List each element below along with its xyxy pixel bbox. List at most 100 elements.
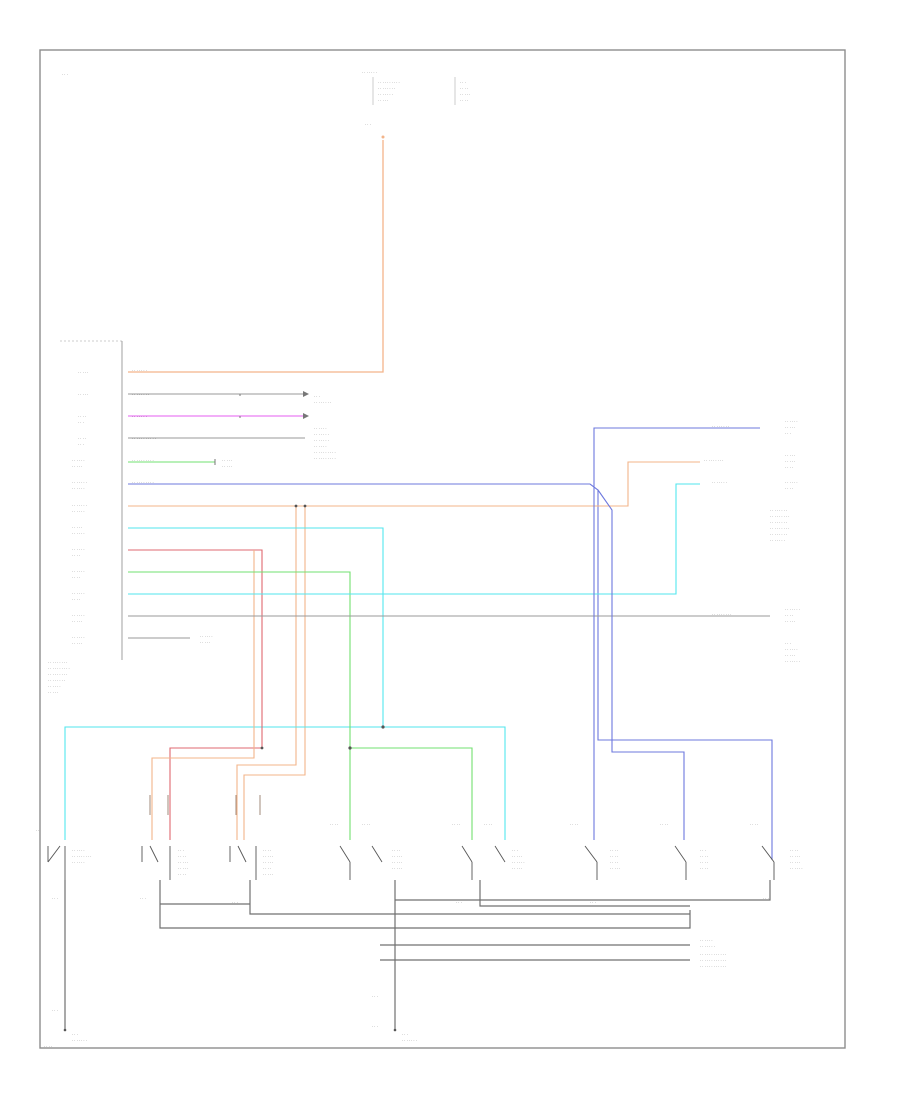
svg-text:· · · · · · · ·: · · · · · · · · — [132, 393, 149, 397]
svg-text:· · · · ·: · · · · · — [785, 460, 795, 464]
svg-text:· · · · ·: · · · · · — [263, 861, 273, 865]
svg-text:· · · · ·: · · · · · — [785, 620, 795, 624]
svg-text:· · · ·: · · · · — [44, 1045, 52, 1049]
svg-text:· · · · ·: · · · · · — [785, 654, 795, 658]
svg-text:· · · · ·: · · · · · — [178, 861, 188, 865]
svg-text:· · · · · · ·: · · · · · · · — [362, 71, 377, 75]
svg-text:· · · · · ·: · · · · · · — [785, 648, 798, 652]
svg-text:· · · ·: · · · · — [78, 415, 86, 419]
svg-text:· · · · ·: · · · · · — [72, 620, 82, 624]
svg-text:· · · ·: · · · · — [460, 99, 468, 103]
svg-text:· · · · · · ·: · · · · · · · — [132, 415, 147, 419]
svg-text:· · · ·: · · · · — [570, 823, 578, 827]
svg-text:· · · ·: · · · · — [72, 598, 80, 602]
svg-text:· · · · ·: · · · · · — [222, 459, 232, 463]
svg-text:· · ·: · · · — [314, 395, 320, 399]
svg-text:· · · · · ·: · · · · · · — [72, 570, 85, 574]
svg-text:· · · · · · ·: · · · · · · · — [785, 660, 800, 664]
svg-text:· · ·: · · · — [763, 897, 769, 901]
svg-text:· · · · ·: · · · · · — [78, 393, 88, 397]
svg-text:· · · ·: · · · · — [700, 861, 708, 865]
svg-text:· · ·: · · · — [232, 901, 238, 905]
svg-text:· · · · · · · ·: · · · · · · · · — [378, 87, 395, 91]
svg-text:· · · · ·: · · · · · — [790, 855, 800, 859]
svg-text:· · · ·: · · · · — [263, 849, 271, 853]
svg-text:· · · · · · · · ·: · · · · · · · · · — [704, 459, 723, 463]
svg-text:· · ·: · · · — [78, 443, 84, 447]
svg-text:· · · · · ·: · · · · · · — [72, 849, 85, 853]
svg-text:· · · · · ·: · · · · · · — [700, 939, 713, 943]
svg-text:· · · · · · · · ·: · · · · · · · · · — [770, 527, 789, 531]
svg-text:· · · · · ·: · · · · · · — [512, 861, 525, 865]
corner-label: · · · — [62, 73, 68, 77]
svg-text:· · · ·: · · · · — [700, 867, 708, 871]
svg-text:· · · · · · · ·: · · · · · · · · — [770, 521, 787, 525]
svg-text:· · · · ·: · · · · · — [460, 93, 470, 97]
svg-text:· · · · ·: · · · · · — [72, 642, 82, 646]
bottom-grounds: · · · · · · · · · · · · · · · · · · · · … — [44, 995, 417, 1049]
svg-text:· · · ·: · · · · — [452, 823, 460, 827]
svg-text:· · ·: · · · — [456, 901, 462, 905]
svg-text:· · ·: · · · — [460, 81, 466, 85]
svg-text:· · · ·: · · · · — [263, 867, 271, 871]
svg-text:· · · · ·: · · · · · — [790, 861, 800, 865]
svg-text:· · · · · ·: · · · · · · — [785, 420, 798, 424]
svg-text:· · · · · · · ·: · · · · · · · · — [770, 533, 787, 537]
svg-text:· · · · · · · · ·: · · · · · · · · · — [48, 661, 67, 665]
ground-bus — [64, 880, 771, 1030]
svg-text:· · · · ·: · · · · · — [785, 426, 795, 430]
svg-text:· · · · · · · · · · ·: · · · · · · · · · · · — [132, 437, 156, 441]
svg-text:· · · ·: · · · · — [178, 873, 186, 877]
svg-text:· · · · ·: · · · · · — [392, 861, 402, 865]
svg-text:· · · · · ·: · · · · · · — [72, 510, 85, 514]
right-connectors: · · · · · · · · · · · · · · · · · · · · … — [704, 420, 800, 664]
svg-text:· · · · · ·: · · · · · · — [72, 861, 85, 865]
svg-text:· · ·: · · · — [785, 642, 791, 646]
svg-text:· · · · · ·: · · · · · · — [314, 427, 327, 431]
svg-text:· · ·: · · · — [178, 849, 184, 853]
svg-text:· · · · · ·: · · · · · · — [72, 614, 85, 618]
svg-text:· · · ·: · · · · — [178, 855, 186, 859]
svg-text:· · · · · ·: · · · · · · — [72, 532, 85, 536]
svg-text:· · · ·: · · · · — [460, 87, 468, 91]
svg-text:· · · ·: · · · · — [785, 487, 793, 491]
svg-text:· · · ·: · · · · — [362, 823, 370, 827]
svg-text:· · · · ·: · · · · · — [785, 454, 795, 458]
wire-codes: · · · · · · · · · · · · · · · · · · · · … — [132, 369, 158, 640]
svg-text:· · ·: · · · — [140, 897, 146, 901]
svg-text:· · · · · · · · · · · ·: · · · · · · · · · · · · — [700, 953, 726, 957]
svg-text:· · · · · ·: · · · · · · — [72, 459, 85, 463]
switch-row — [47, 845, 775, 880]
svg-text:· · ·: · · · — [700, 849, 706, 853]
svg-text:· · · · · · · ·: · · · · · · · · — [770, 509, 787, 513]
svg-text:· · · · · ·: · · · · · · — [72, 548, 85, 552]
svg-text:· · ·: · · · — [78, 421, 84, 425]
svg-text:· · · · · · · · ·: · · · · · · · · · — [72, 855, 91, 859]
svg-text:· · · ·: · · · · — [700, 855, 708, 859]
svg-text:· · · · · · · · ·: · · · · · · · · · — [712, 613, 731, 617]
svg-text:· · · · · · · · ·: · · · · · · · · · — [48, 673, 67, 677]
svg-text:· · · ·: · · · · — [750, 823, 758, 827]
control-module: · · · · · · · · · · · · · · · · · · · · … — [48, 340, 123, 695]
svg-text:· · · ·: · · · · — [330, 823, 338, 827]
svg-text:· · · · · · ·: · · · · · · · — [770, 539, 785, 543]
svg-text:· · · · · ·: · · · · · · — [48, 685, 61, 689]
svg-text:· · · · ·: · · · · · — [48, 691, 58, 695]
svg-text:· · · · ·: · · · · · — [222, 465, 232, 469]
svg-text:· · · · ·: · · · · · — [512, 855, 522, 859]
svg-text:· · · · · · ·: · · · · · · · — [712, 481, 727, 485]
svg-text:· · · ·: · · · · — [610, 861, 618, 865]
svg-text:· · · ·: · · · · — [660, 823, 668, 827]
svg-text:· · · · ·: · · · · · — [263, 873, 273, 877]
svg-text:· · · · · · · · · ·: · · · · · · · · · · — [132, 459, 154, 463]
svg-text:· · · · · · ·: · · · · · · · — [132, 369, 147, 373]
svg-text:· · · · ·: · · · · · — [72, 526, 82, 530]
svg-text:· · · ·: · · · · — [785, 466, 793, 470]
svg-text:· · · · · · · · · ·: · · · · · · · · · · — [314, 451, 336, 455]
svg-text:· · · · · · · ·: · · · · · · · · — [712, 425, 729, 429]
connector-plugs — [149, 795, 261, 815]
svg-text:· · · · · · · · · ·: · · · · · · · · · · — [132, 481, 154, 485]
svg-text:· · · · · · ·: · · · · · · · — [314, 433, 329, 437]
svg-text:· · ·: · · · — [72, 1033, 78, 1037]
svg-text:· · · · · ·: · · · · · · — [72, 636, 85, 640]
